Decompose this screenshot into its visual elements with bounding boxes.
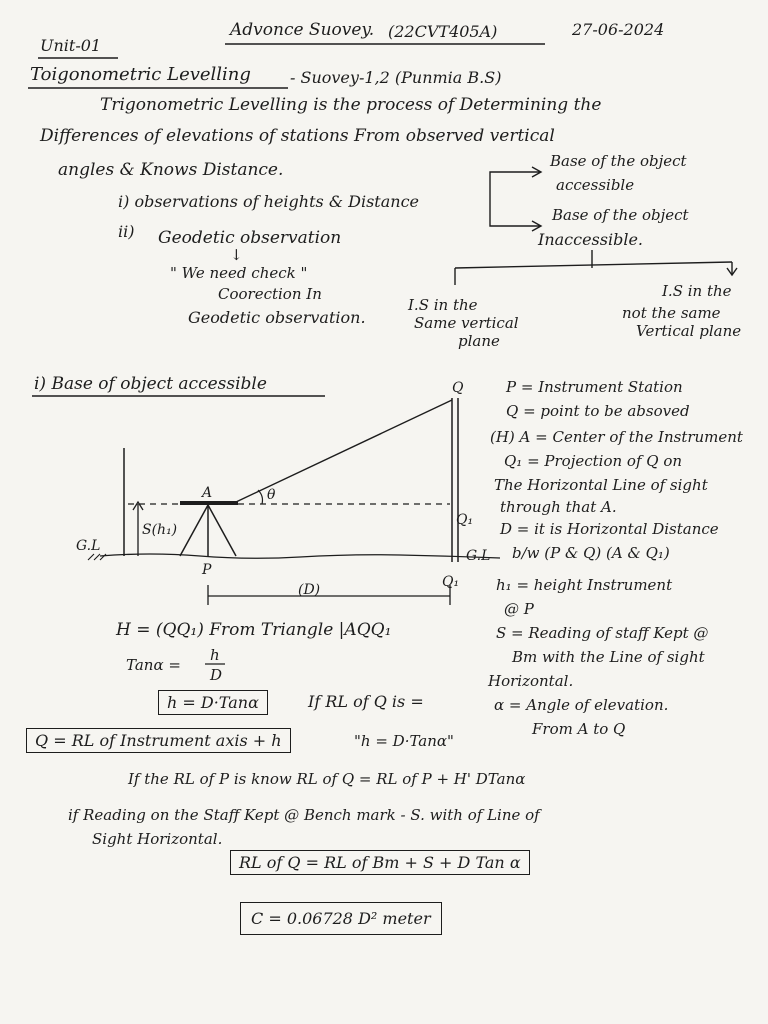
branch-1-line-2: accessible [556,176,635,194]
tree-bar [454,261,733,269]
sub-1-line-3: plane [458,332,500,350]
diagram-label-p: P [202,562,212,578]
sub-2-line-1: I.S in the [662,282,732,300]
formula-rl-of-q-bm: RL of Q = RL of Bm + S + D Tan α [230,850,530,875]
diagram-label-d: (D) [298,582,321,598]
doc-date: 27-06-2024 [572,20,665,39]
intro-item-2-number: ii) [118,222,135,241]
down-arrow: ↓ [230,246,243,264]
formula-h-note: "h = D·Tanα" [354,732,454,750]
legend-line-7: D = it is Horizontal Distance [500,520,719,538]
course-code: (22CVT405A) [388,22,498,41]
diagram-label-a: A [202,485,213,501]
bracket-upper [489,171,540,198]
arrowhead-upper [531,166,543,178]
diagram-label-gl-left: G.L [76,538,101,554]
diagram-label-q: Q [452,380,464,396]
tripod-leg-left [179,504,209,557]
intro-line-3: angles & Knows Distance. [58,160,284,180]
formula-staff-reading-2: Sight Horizontal. [92,830,223,848]
intro-item-1: i) observations of heights & Distance [118,192,419,211]
legend-line-5: The Horizontal Line of sight [494,476,708,494]
formula-tan-numerator: h [210,646,220,664]
branch-1-line-1: Base of the object [550,152,687,170]
diagram-label-q1-mid: Q₁ [456,512,474,528]
bracket-lower [489,198,540,227]
ground-hatch [87,553,107,561]
branch-2-line-2: Inaccessible. [538,230,644,249]
intro-item-2: Geodetic observation [158,228,342,248]
diagram-label-gl-right: G.L [466,548,491,564]
ground-line [99,553,501,559]
legend-line-1: P = Instrument Station [506,378,683,396]
legend-line-6: through that A. [500,498,617,516]
legend-line-4: Q₁ = Projection of Q on [504,452,683,470]
unit-label: Unit-01 [40,36,102,55]
legend-line-11: S = Reading of staff Kept @ [496,624,709,642]
formula-tan-lhs: Tanα = [126,656,181,674]
doc-title: Advonce Suovey. [230,20,375,40]
arrowhead-lower [531,220,543,232]
intro-line-1: Trigonometric Levelling is the process o… [100,95,602,115]
sub-2-line-3: Vertical plane [636,322,742,340]
legend-line-2: Q = point to be absoved [506,402,690,420]
note-line-3: Geodetic observation. [188,308,366,327]
diagram-label-theta: θ [267,487,276,503]
legend-line-12: Bm with the Line of sight [512,648,705,666]
legend-line-13: Horizontal. [488,672,574,690]
formula-rl-of-p-known: If the RL of P is know RL of Q = RL of P… [128,770,526,788]
sight-line-to-q [235,399,453,503]
tree-right-arrow [726,267,738,277]
intro-line-2: Differences of elevations of stations Fr… [40,126,555,146]
legend-line-3: (H) A = Center of the Instrument [490,428,743,446]
legend-line-14: α = Angle of elevation. [494,696,669,714]
branch-2-line-1: Base of the object [552,206,689,224]
formula-rl-of-q-is: If RL of Q is = [308,692,424,711]
formula-q-rl-instrument: Q = RL of Instrument axis + h [26,728,291,753]
theta-arc [257,489,264,505]
sub-1-line-1: I.S in the [408,296,478,314]
formula-h-dtan: h = D·Tanα [158,690,268,715]
sub-1-line-2: Same vertical [414,314,519,332]
note-line-2: Coorection In [218,285,322,303]
formula-correction-c: C = 0.06728 D² meter [240,902,442,935]
formula-height-triangle: H = (QQ₁) From Triangle |AQQ₁ [116,620,392,640]
note-line-1: " We need check " [170,264,308,282]
diagram-label-q1-base: Q₁ [442,574,460,590]
sub-2-line-2: not the same [622,304,721,322]
legend-line-9: h₁ = height Instrument [496,576,673,594]
formula-tan-denominator: D [210,666,223,684]
legend-line-8: b/w (P & Q) (A & Q₁) [512,544,670,562]
topic-reference: - Suovey-1,2 (Punmia B.S) [290,68,502,87]
s-arrowhead [132,500,144,511]
legend-line-15: From A to Q [532,720,626,738]
section-heading: i) Base of object accessible [34,374,267,394]
diagram-label-s: S(h₁) [142,522,178,538]
legend-line-10: @ P [504,600,534,618]
topic-title: Toigonometric Levelling [30,64,251,85]
tripod-leg-right [207,504,237,557]
formula-staff-reading-1: if Reading on the Staff Kept @ Bench mar… [68,806,540,824]
